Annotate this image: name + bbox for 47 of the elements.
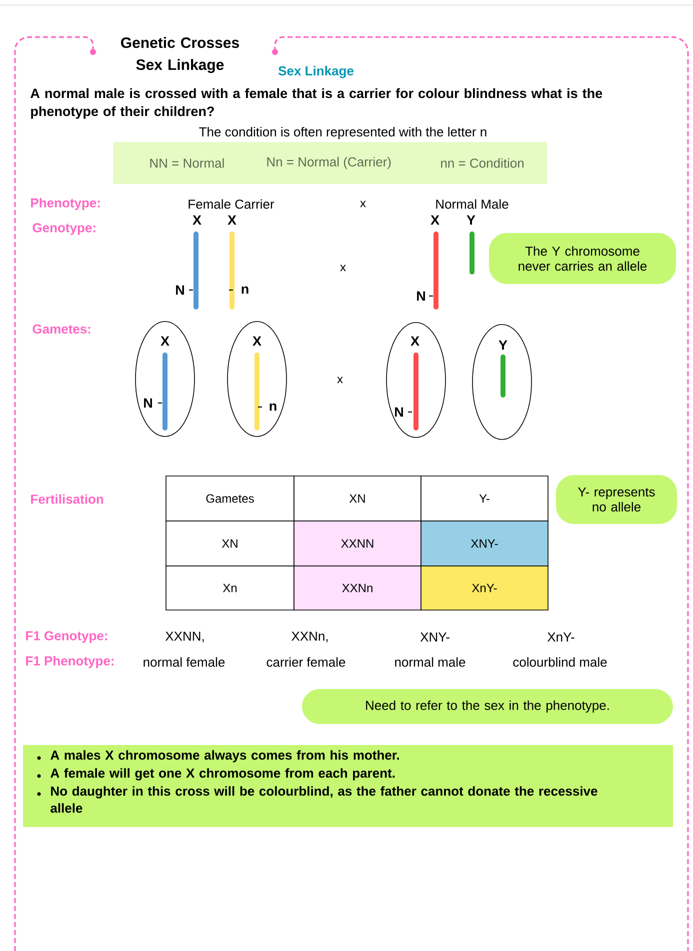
callout-bubble: Y- represents no allele: [556, 475, 677, 524]
section-heading: Sex Linkage: [278, 66, 354, 78]
label-text: Y: [466, 215, 476, 225]
table-cell: XN: [294, 476, 422, 522]
label-text: x: [340, 264, 346, 272]
row-heading: Gametes:: [32, 324, 90, 334]
label-text: normal male: [395, 657, 466, 667]
table-cell: XnY-: [420, 566, 548, 610]
label-text: x: [360, 200, 366, 208]
label-text: x: [337, 376, 343, 384]
row-heading: F1 Phenotype:: [26, 656, 114, 668]
table-cell: XNY-: [420, 520, 548, 566]
gamete-cell: X N: [135, 321, 195, 437]
row-heading: F1 Genotype:: [26, 631, 107, 643]
callout-bubble: The Y chromosome never carries an allele: [489, 233, 676, 284]
gamete-cell: X N: [386, 322, 446, 438]
callout-bubble: Need to refer to the sex in the phenotype.: [302, 689, 673, 724]
key-box: NN = Normal Nn = Normal (Carrier) nn = Condition: [113, 142, 547, 184]
title: Genetic Crosses Sex Linkage: [121, 37, 239, 74]
row-heading: Phenotype:: [31, 198, 100, 210]
label-text: carrier female: [266, 657, 346, 667]
label-text: N: [417, 291, 425, 301]
label-text: Normal Male: [436, 199, 508, 209]
gamete-cell: Y: [472, 324, 532, 440]
label-text: N: [176, 285, 184, 295]
label-text: normal female: [144, 657, 225, 667]
question: A normal male is crossed with a female that is a carrier for colour blindness what is the phenotype of their children?: [30, 88, 602, 119]
gamete-cell: X n: [227, 321, 287, 437]
label-text: XNY-: [420, 632, 450, 642]
table-cell: Gametes: [166, 476, 294, 522]
row-heading: Genotype:: [32, 223, 96, 235]
table-cell: XXNn: [294, 566, 422, 610]
notes-box: A males X chromosome always comes from his mother. A female will get one X chromosome from each parent. No daughter in this cross will be colourblind, as the father cannot donate the recessive allele: [23, 745, 673, 827]
label-text: Female Carrier: [188, 199, 274, 209]
label-text: X: [430, 215, 440, 225]
label-text: colourblind male: [513, 657, 607, 667]
label-text: n: [242, 286, 248, 294]
table-cell: Xn: [166, 566, 294, 610]
row-heading: Fertilisation: [31, 494, 104, 504]
table-cell: Y-: [420, 476, 548, 522]
table-cell: XN: [166, 520, 294, 566]
label-text: X: [228, 215, 236, 225]
label-text: XXNn,: [292, 632, 328, 642]
label-text: XnY-: [547, 632, 574, 642]
label-text: X: [192, 215, 202, 225]
label-text: XXNN,: [165, 632, 204, 642]
table-cell: XXNN: [294, 520, 422, 566]
